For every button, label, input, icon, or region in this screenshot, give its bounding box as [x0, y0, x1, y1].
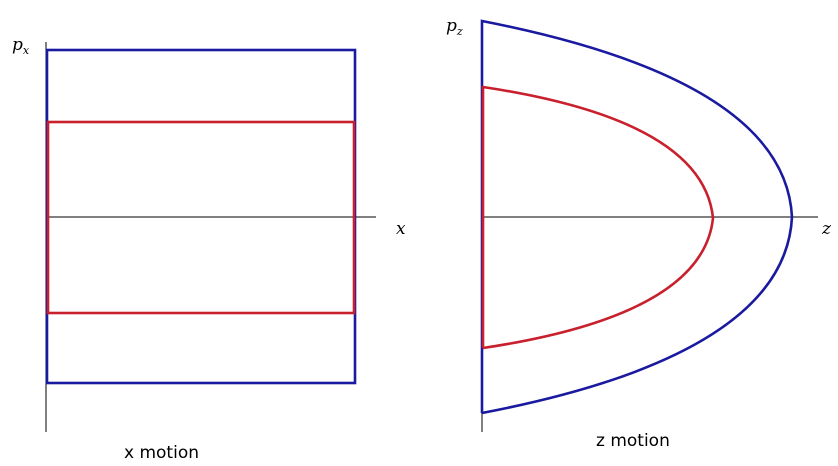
z-motion-caption: z motion [596, 431, 670, 451]
px-axis-label: px [12, 35, 30, 57]
z-axis-label: z [821, 219, 832, 239]
x-motion-caption: x motion [124, 443, 199, 463]
x-axis-label: x [396, 219, 406, 239]
z-motion-panel: pz z z motion [446, 16, 832, 451]
z-inner-orbit-curve [481, 85, 715, 350]
z-outer-orbit-curve [480, 19, 794, 415]
x-motion-panel: px x x motion [12, 35, 406, 463]
x-inner-orbit-rectangle [46, 120, 356, 315]
pz-axis-label: pz [446, 16, 463, 38]
